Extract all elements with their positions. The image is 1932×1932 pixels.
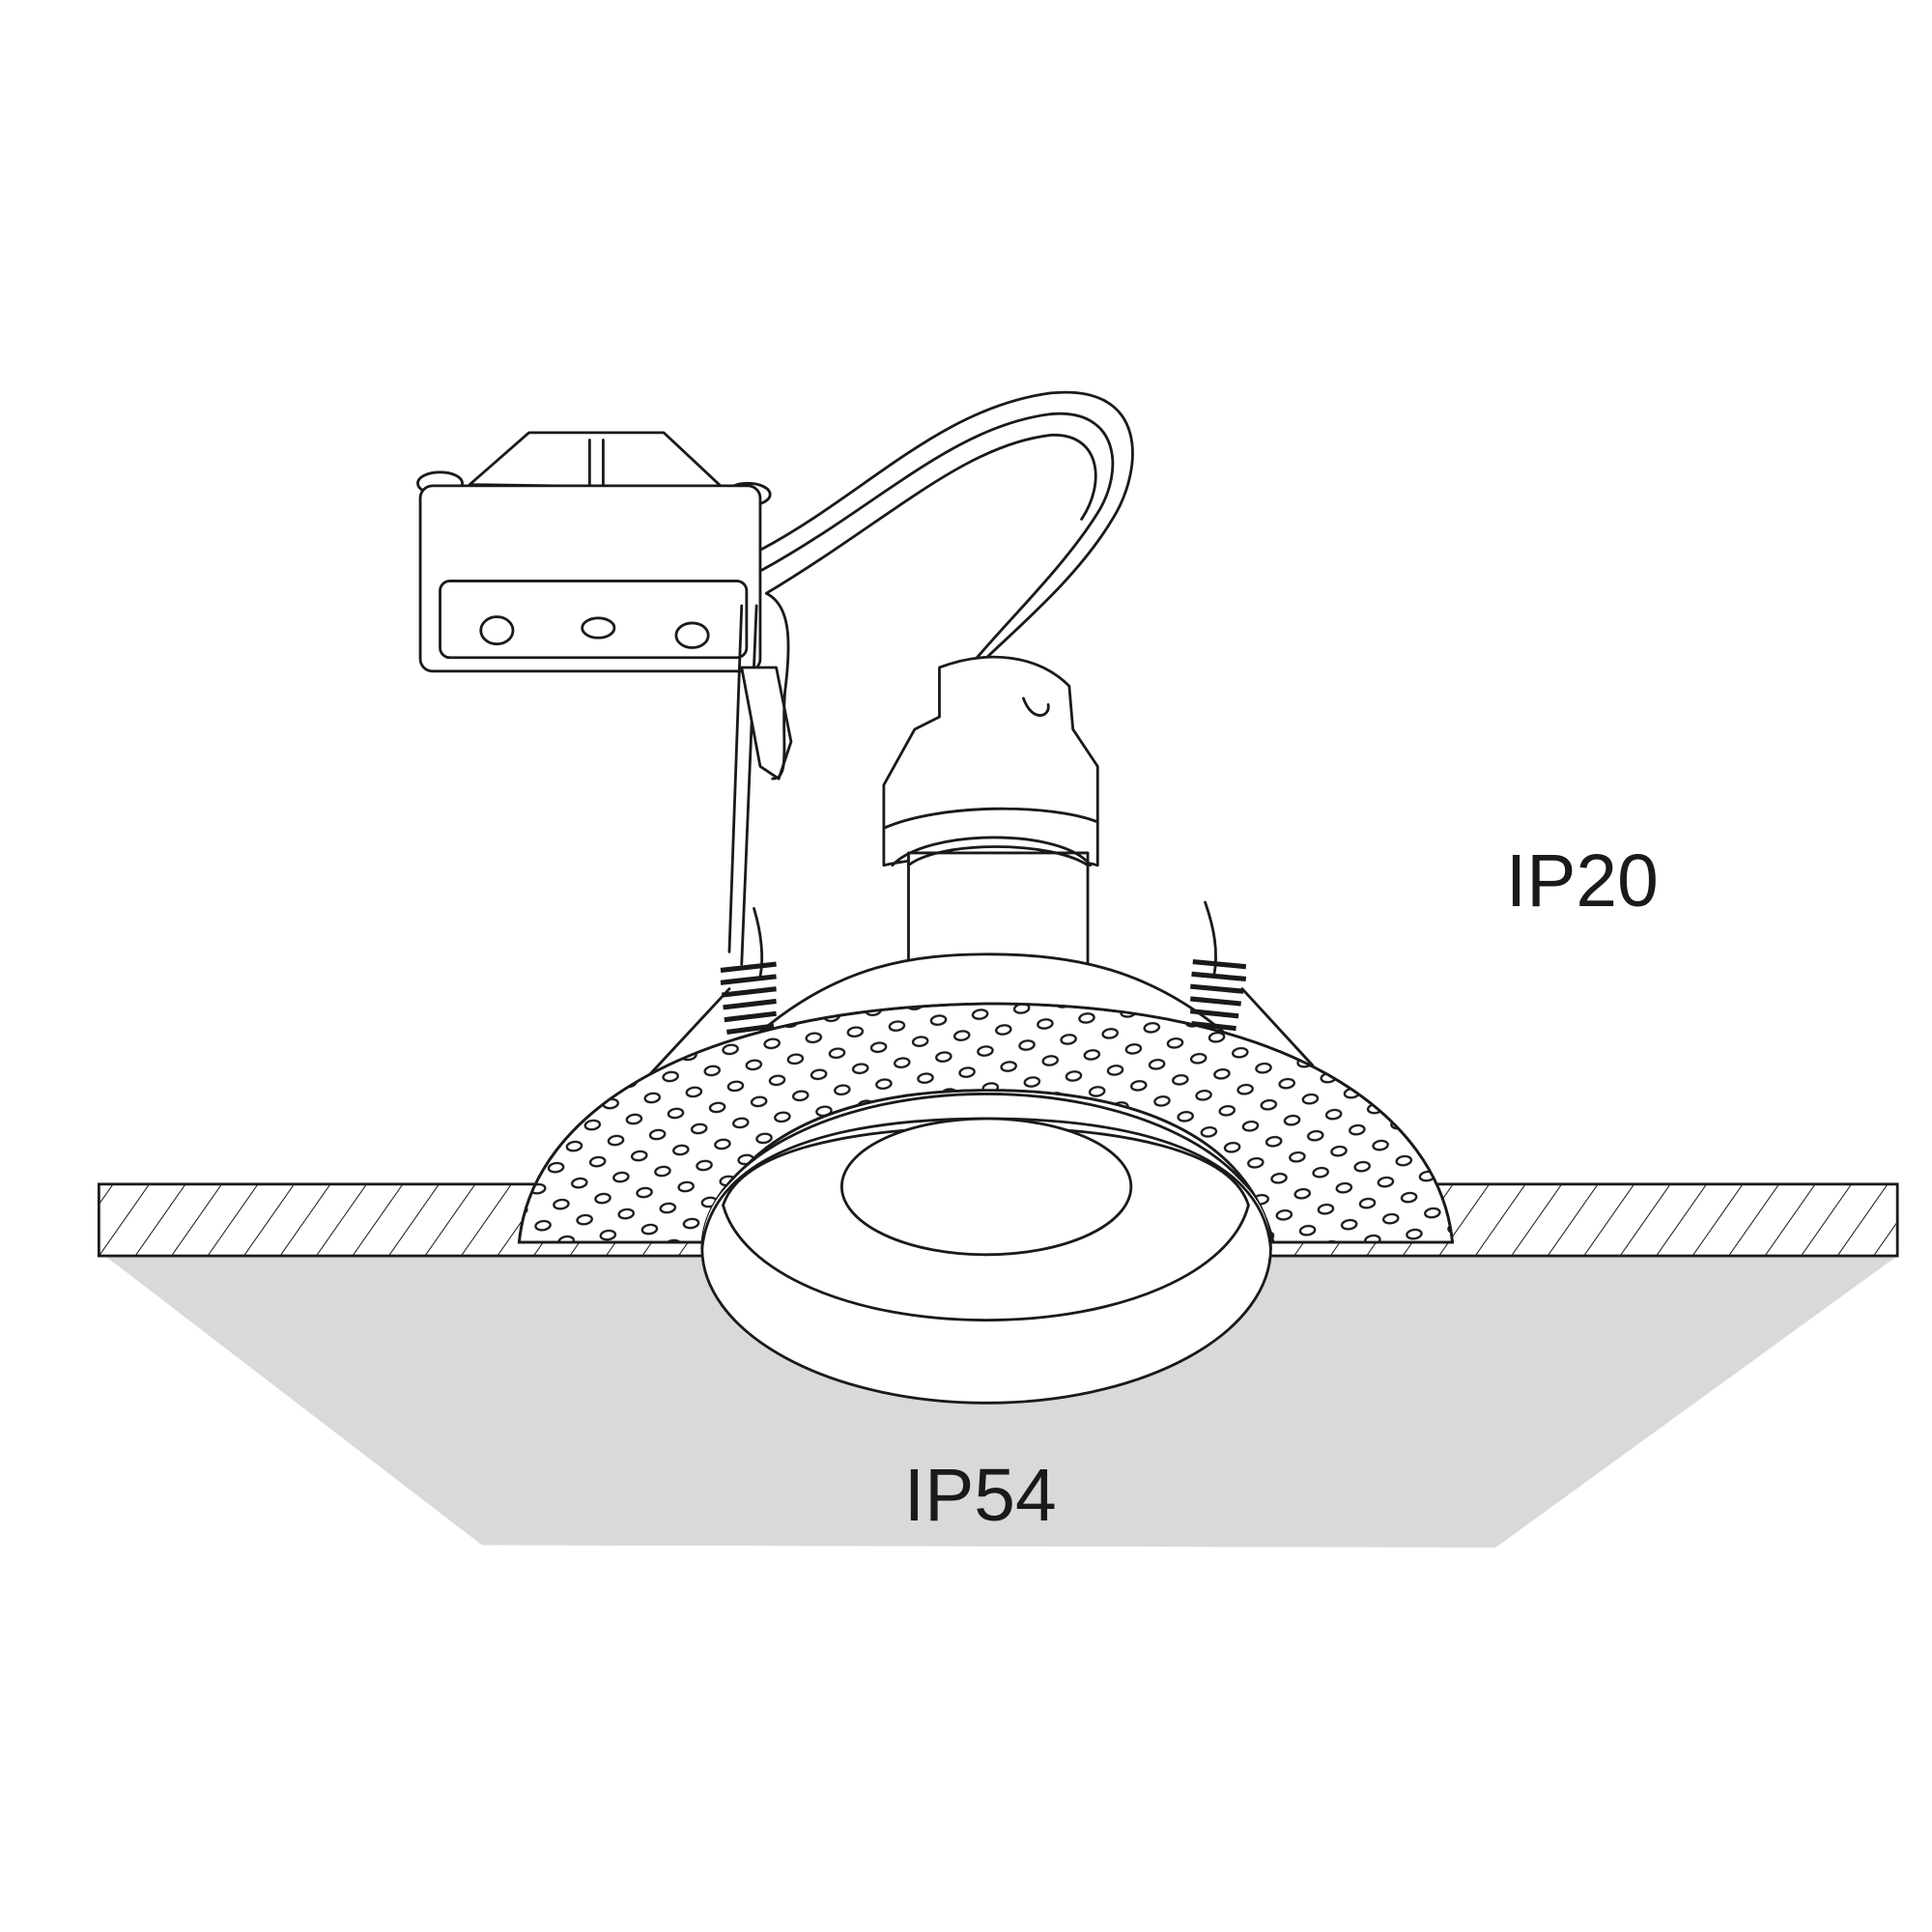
terminal-screw-icon <box>479 615 515 646</box>
driver-box <box>416 431 793 966</box>
label-ip54: IP54 <box>904 1455 1057 1537</box>
lens <box>839 1117 1133 1257</box>
spring-clip-right <box>1189 900 1315 1067</box>
spring-clip-left <box>647 907 777 1077</box>
lamp-holder <box>882 655 1099 966</box>
label-ip20: IP20 <box>1506 840 1659 923</box>
bezel <box>700 1093 1272 1405</box>
perforated-flange <box>517 1002 1455 1244</box>
terminal-screw-icon <box>581 616 616 639</box>
cable <box>758 390 1134 671</box>
terminal-screw-icon <box>674 621 710 649</box>
